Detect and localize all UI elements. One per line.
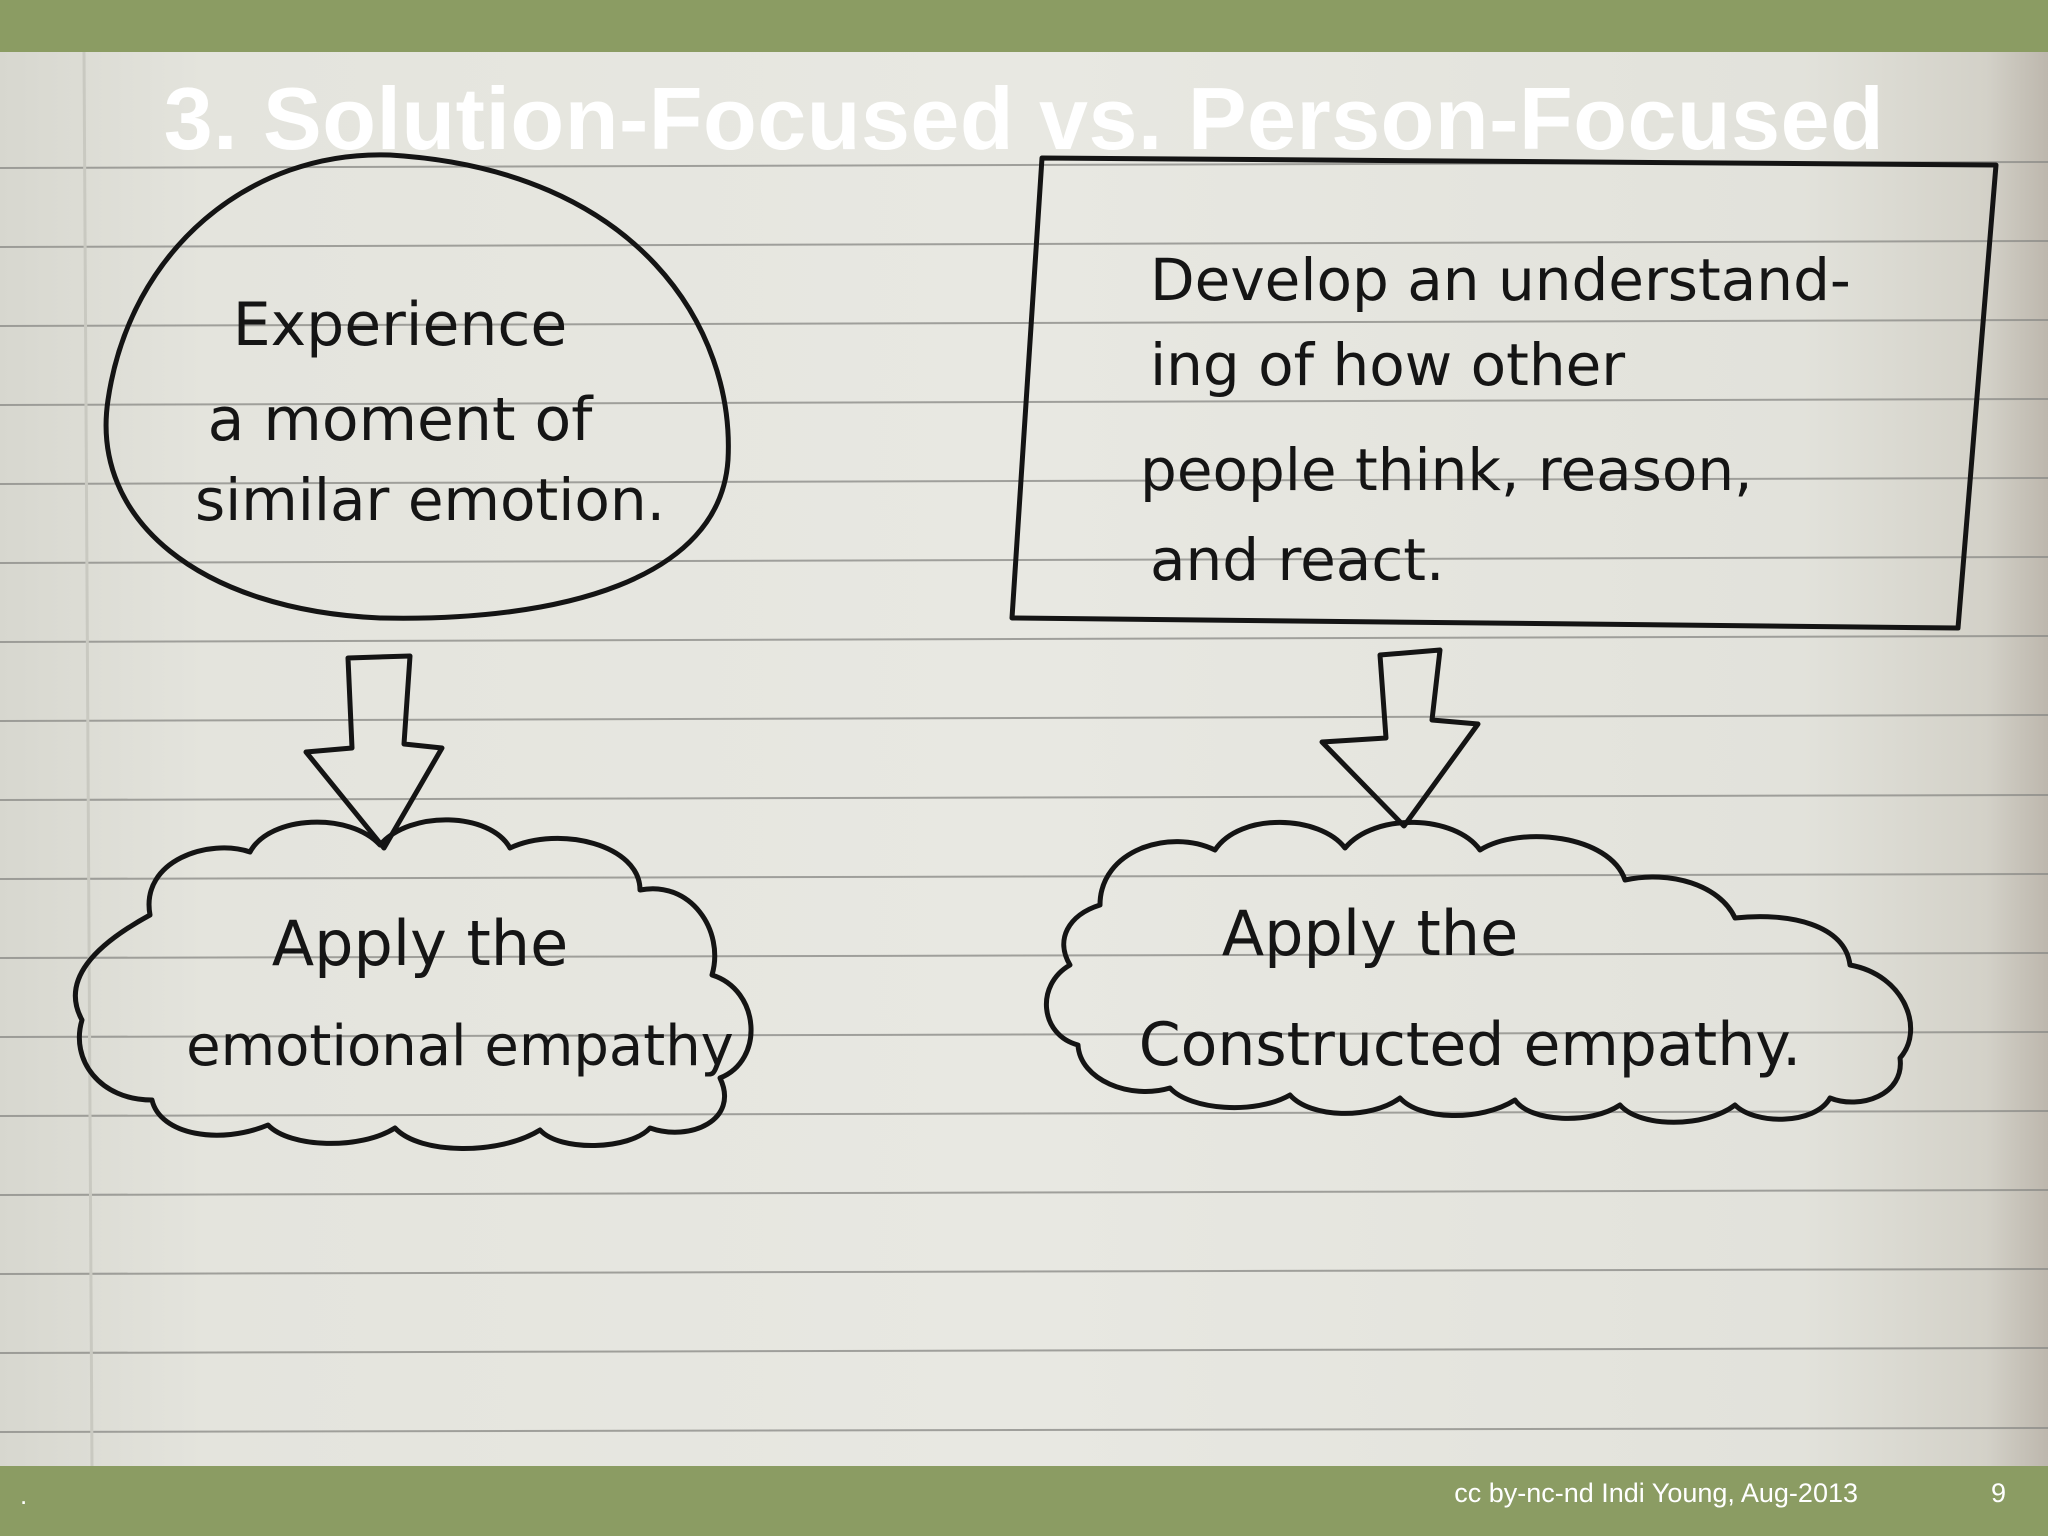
right-top-line-1: Develop an understand- [1150,246,1851,314]
right-top-line-3: people think, reason, [1140,436,1753,504]
right-top-line-2: ing of how other [1150,331,1625,399]
notebook-drawing: Experience a moment of similar emotion. … [0,52,2048,1466]
right-top-line-4: and react. [1150,526,1444,594]
left-cloud-shape [72,817,754,1151]
right-arrow-icon [1319,647,1481,829]
page-number: 9 [1990,1478,2006,1508]
footer-credit: cc by-nc-nd Indi Young, Aug-2013 [1454,1478,1858,1508]
bottom-band [0,1466,2048,1536]
right-cloud-shape [1044,819,1914,1125]
left-top-line-1: Experience [233,290,568,360]
footer-mark: . [20,1480,28,1510]
left-arrow-icon [303,653,445,851]
ruled-lines [0,161,2048,1433]
notebook-photo: Experience a moment of similar emotion. … [0,52,2048,1466]
left-bubble-shape [103,152,731,621]
right-bottom-line-1: Apply the [1222,897,1519,970]
page-edge [82,52,94,1466]
right-box-shape [1009,155,1999,631]
left-bottom-line-1: Apply the [272,907,569,980]
top-band [0,0,2048,52]
slide-title: 3. Solution-Focused vs. Person-Focused [163,69,1885,168]
left-top-line-2: a moment of [208,385,595,455]
right-bottom-line-2: Constructed empathy. [1139,1010,1802,1080]
left-top-line-3: similar emotion. [195,466,665,534]
left-bottom-line-2: emotional empathy [186,1014,734,1079]
